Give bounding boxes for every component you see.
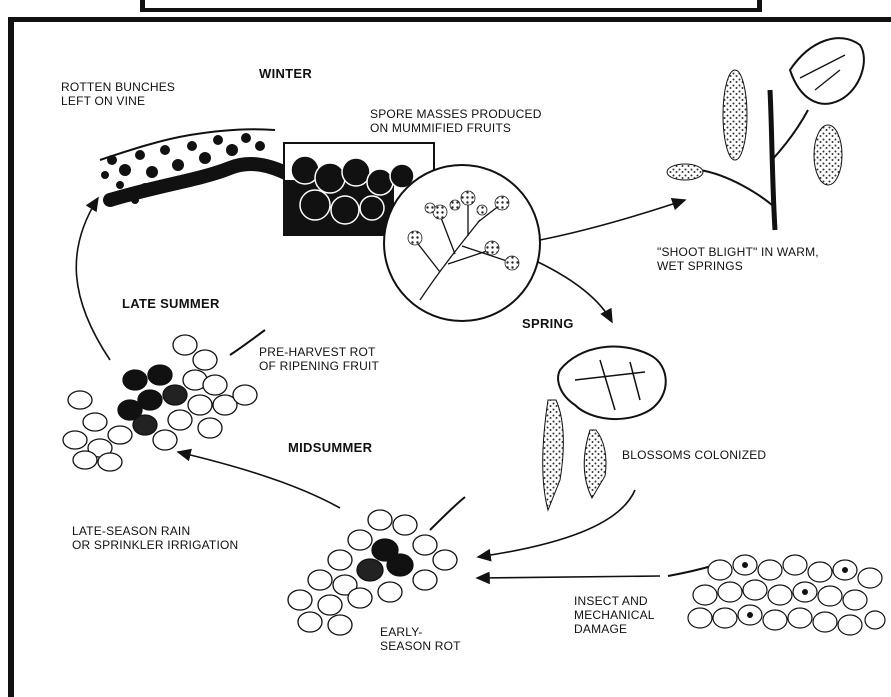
label-late-season-rain: LATE-SEASON RAIN OR SPRINKLER IRRIGATION: [72, 524, 238, 552]
label-shoot-blight: "SHOOT BLIGHT" IN WARM, WET SPRINGS: [657, 245, 819, 273]
label-spore-masses: SPORE MASSES PRODUCED ON MUMMIFIED FRUIT…: [370, 107, 542, 135]
pre-harvest-rot-bunch: [63, 330, 265, 471]
rotten-bunches-illustration: [100, 129, 290, 204]
arrow-late-summer-to-winter: [76, 198, 110, 360]
label-pre-harvest-rot: PRE-HARVEST ROT OF RIPENING FRUIT: [259, 345, 379, 373]
early-season-rot-bunch: [288, 497, 465, 635]
arrow-midsummer-to-late-summer: [178, 452, 340, 508]
label-insect-damage: INSECT AND MECHANICAL DAMAGE: [574, 594, 655, 636]
season-spring: SPRING: [522, 316, 574, 331]
spore-magnified-circle: [384, 165, 540, 321]
arrow-spores-to-shoot-blight: [540, 200, 685, 240]
label-blossoms-colonized: BLOSSOMS COLONIZED: [622, 448, 766, 462]
shoot-blight-illustration: [667, 38, 864, 230]
arrow-spores-to-spring: [538, 262, 612, 322]
label-early-season-rot: EARLY- SEASON ROT: [380, 625, 461, 653]
season-late-summer: LATE SUMMER: [122, 296, 220, 311]
label-rotten-bunches: ROTTEN BUNCHES LEFT ON VINE: [61, 80, 175, 108]
arrow-insect-to-midsummer: [477, 576, 660, 578]
insect-damage-bunch: [668, 555, 885, 635]
blossoms-illustration: [543, 347, 666, 510]
season-winter: WINTER: [259, 66, 312, 81]
arrow-blossoms-to-midsummer: [478, 490, 635, 557]
season-midsummer: MIDSUMMER: [288, 440, 372, 455]
